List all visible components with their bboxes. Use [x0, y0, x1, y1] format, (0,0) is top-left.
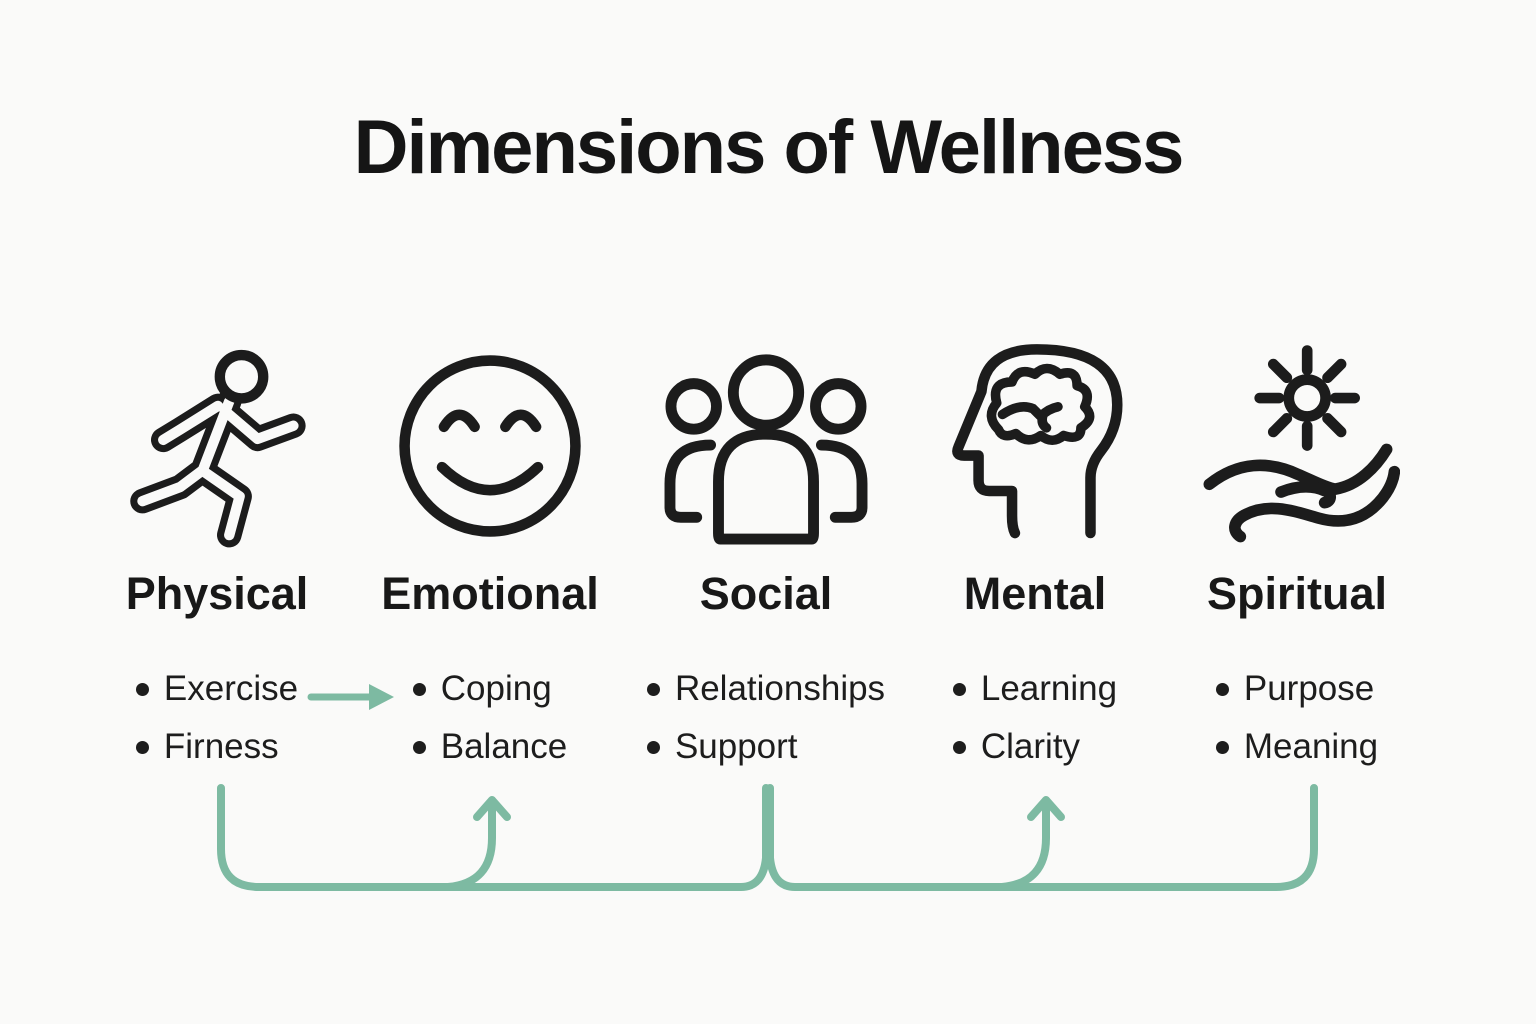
bullet-dot: [952, 682, 966, 696]
column-physical: Physical Exercise Firness: [77, 332, 357, 780]
item-label: Firness: [163, 727, 279, 766]
item-label: Balance: [440, 727, 568, 766]
bullet-dot: [646, 682, 660, 696]
loop-social-spiritual: [766, 784, 1318, 891]
bullet-dot: [412, 682, 426, 696]
loop-physical-social: [217, 784, 770, 891]
smiley-face-icon: [394, 332, 586, 560]
list-item: Firness: [135, 722, 279, 772]
column-label-mental: Mental: [963, 568, 1107, 619]
people-group-icon: [657, 332, 875, 560]
list-item: Clarity: [952, 722, 1081, 772]
item-label: Relationships: [674, 669, 886, 708]
hand-sun-icon: [1195, 332, 1400, 560]
column-label-social: Social: [699, 568, 833, 619]
bullet-dot: [646, 740, 660, 754]
physical-items: Exercise Firness: [135, 664, 299, 780]
bullet-dot: [135, 682, 149, 696]
bottom-loop-arrow-to-mental: [998, 796, 1065, 891]
head-brain-icon: [936, 332, 1134, 560]
list-item: Support: [646, 722, 798, 772]
column-emotional: Emotional Coping Balance: [350, 332, 630, 780]
column-social: Social Relationships Support: [626, 332, 906, 780]
social-items: Relationships Support: [646, 664, 886, 780]
bullet-dot: [412, 740, 426, 754]
item-label: Exercise: [163, 669, 299, 708]
item-label: Purpose: [1243, 669, 1375, 708]
column-label-emotional: Emotional: [381, 568, 599, 619]
list-item: Purpose: [1215, 664, 1375, 714]
list-item: Meaning: [1215, 722, 1379, 772]
column-mental: Mental Learning Clarity: [895, 332, 1175, 780]
bullet-dot: [1215, 740, 1229, 754]
item-label: Meaning: [1243, 727, 1379, 766]
bottom-loop-arrow-to-emotional: [444, 796, 511, 891]
bullet-dot: [1215, 682, 1229, 696]
bottom-connectors: [0, 770, 1536, 920]
item-label: Clarity: [980, 727, 1081, 766]
list-item: Balance: [412, 722, 568, 772]
item-label: Coping: [440, 669, 552, 708]
item-label: Learning: [980, 669, 1118, 708]
list-item: Coping: [412, 664, 552, 714]
spiritual-items: Purpose Meaning: [1215, 664, 1379, 780]
list-item: Exercise: [135, 664, 299, 714]
bullet-dot: [135, 740, 149, 754]
list-item: Relationships: [646, 664, 886, 714]
list-item: Learning: [952, 664, 1118, 714]
page-title: Dimensions of Wellness: [353, 105, 1185, 190]
emotional-items: Coping Balance: [412, 664, 568, 780]
column-label-physical: Physical: [125, 568, 309, 619]
runner-icon: [118, 332, 316, 560]
column-spiritual: Spiritual Purpose Meaning: [1157, 332, 1437, 780]
bullet-dot: [952, 740, 966, 754]
mental-items: Learning Clarity: [952, 664, 1118, 780]
item-label: Support: [674, 727, 798, 766]
column-label-spiritual: Spiritual: [1206, 568, 1388, 619]
